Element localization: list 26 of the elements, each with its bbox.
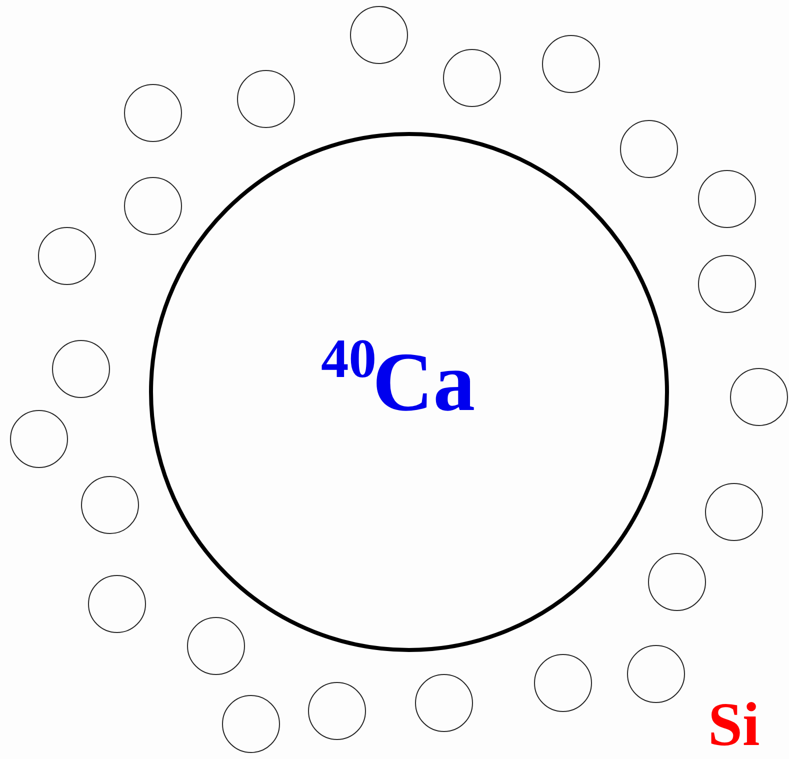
nucleus-circle bbox=[149, 132, 669, 652]
electron-circle bbox=[38, 227, 96, 285]
electron-circle bbox=[88, 575, 146, 633]
electron-circle bbox=[222, 695, 280, 753]
electron-circle bbox=[81, 476, 139, 534]
electron-circle bbox=[350, 6, 408, 64]
electron-circle bbox=[730, 368, 788, 426]
electron-circle bbox=[620, 120, 678, 178]
electron-circle bbox=[542, 35, 600, 93]
electron-circle bbox=[534, 654, 592, 712]
electron-circle bbox=[648, 553, 706, 611]
heading-text: Si bbox=[708, 694, 760, 756]
electron-circle bbox=[698, 170, 756, 228]
electron-circle bbox=[124, 84, 182, 142]
electron-circle bbox=[52, 340, 110, 398]
electron-circle bbox=[415, 674, 473, 732]
electron-circle bbox=[308, 682, 366, 740]
electron-circle bbox=[698, 255, 756, 313]
electron-circle bbox=[705, 483, 763, 541]
electron-circle bbox=[187, 617, 245, 675]
electron-circle bbox=[443, 49, 501, 107]
electron-circle bbox=[627, 645, 685, 703]
electron-circle bbox=[124, 177, 182, 235]
electron-circle bbox=[237, 70, 295, 128]
isotope-symbol: $^{40}$Ca bbox=[321, 341, 476, 425]
electron-circle bbox=[10, 410, 68, 468]
